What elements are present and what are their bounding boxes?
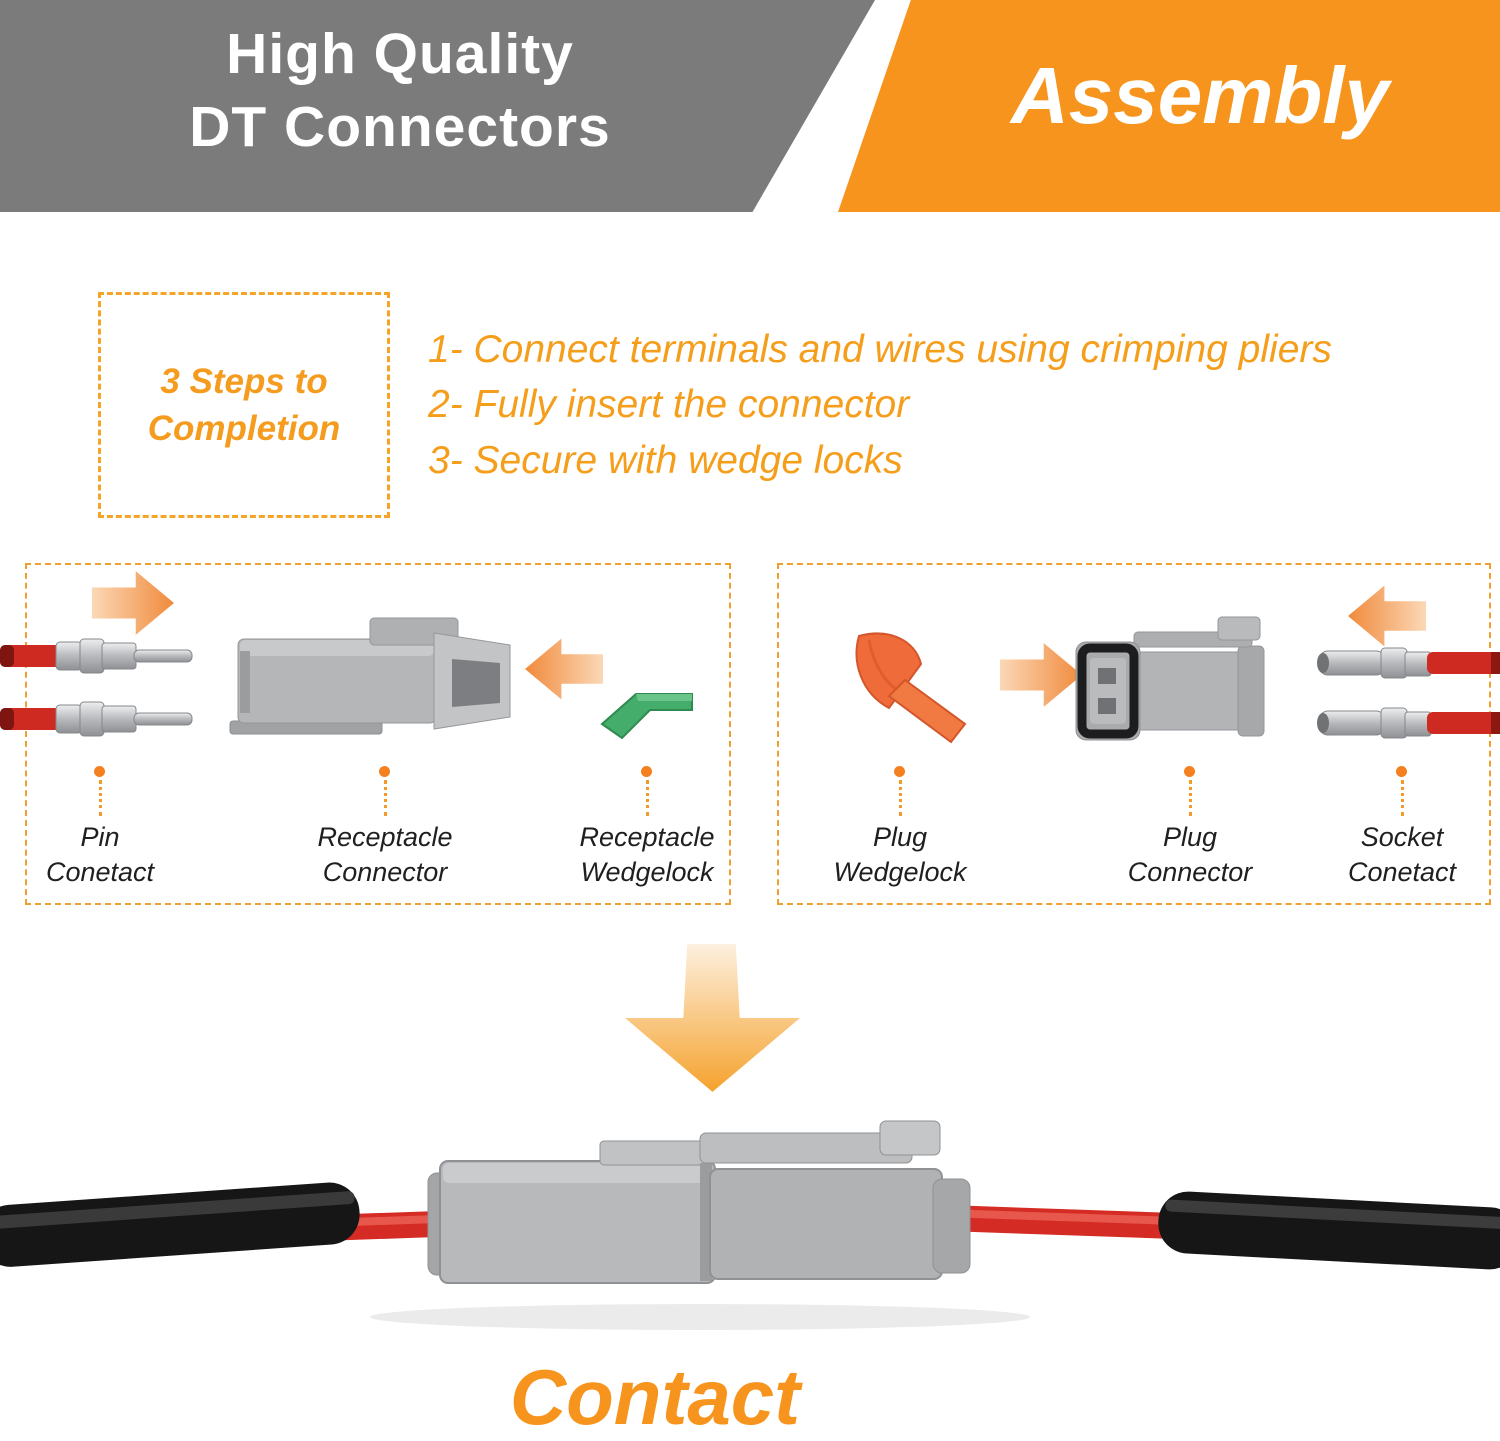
steps-callout-line2: Completion [147, 409, 341, 448]
header-gray-banner [0, 0, 875, 212]
pin-contact-illustration [0, 638, 193, 674]
arrow-left-icon [1348, 585, 1426, 647]
arrow-right-icon [1000, 643, 1082, 707]
receptacle-connector-illustration [229, 617, 511, 735]
header-orange-banner [838, 0, 1500, 212]
label-line: Socket [1360, 822, 1444, 852]
leader-dot [94, 766, 105, 777]
socket-contact-illustration [1317, 707, 1500, 739]
label-plug-wedgelock: Plug Wedgelock [790, 820, 1010, 890]
receptacle-parts-box [25, 563, 731, 905]
label-line: Conetact [1347, 857, 1457, 888]
plug-connector-illustration [1075, 616, 1265, 741]
leader-dot [894, 766, 905, 777]
label-line: Plug [872, 822, 928, 852]
label-line: Receptacle [579, 822, 715, 852]
page-title-line2: DT Connectors [189, 94, 611, 159]
pin-contact-illustration [0, 701, 193, 737]
label-line: Receptacle [317, 822, 453, 852]
leader-line [1401, 780, 1404, 816]
step-item-2: 2- Fully insert the connector [428, 383, 910, 427]
leader-line [899, 780, 902, 816]
label-line: Plug [1162, 822, 1218, 852]
receptacle-wedgelock-illustration [600, 693, 693, 740]
steps-list: 1- Connect terminals and wires using cri… [428, 322, 1493, 488]
label-line: Pin [80, 822, 120, 852]
leader-line [99, 780, 102, 816]
label-receptacle-connector: Receptacle Connector [275, 820, 495, 890]
label-line: Wedgelock [833, 857, 967, 888]
label-line: Conetact [45, 857, 155, 888]
label-receptacle-wedgelock: Receptacle Wedgelock [537, 820, 757, 890]
page-title: High Quality DT Connectors [60, 18, 740, 164]
leader-dot [1396, 766, 1407, 777]
label-pin-contact: Pin Conetact [0, 820, 200, 890]
leader-dot [641, 766, 652, 777]
label-line: Connector [1127, 857, 1253, 888]
plug-wedgelock-illustration [855, 632, 967, 744]
steps-callout-line1: 3 Steps to [160, 361, 328, 401]
leader-line [646, 780, 649, 816]
step-item-1: 1- Connect terminals and wires using cri… [428, 328, 1332, 371]
arrow-right-icon [92, 571, 174, 635]
leader-line [384, 780, 387, 816]
contact-caption: Contact [509, 1353, 801, 1441]
label-plug-connector: Plug Connector [1080, 820, 1300, 890]
down-arrow-icon [625, 944, 800, 1092]
socket-contact-illustration [1317, 647, 1500, 679]
steps-callout-box: 3 Steps to Completion [98, 292, 390, 518]
leader-dot [1184, 766, 1195, 777]
label-socket-contact: Socket Conetact [1302, 820, 1500, 890]
leader-line [1189, 780, 1192, 816]
assembled-connector-photo [0, 1120, 1500, 1330]
assembly-badge: Assembly [1011, 51, 1389, 140]
arrow-left-icon [525, 638, 603, 700]
label-line: Connector [322, 857, 448, 888]
label-line: Wedgelock [580, 857, 714, 888]
step-item-3: 3- Secure with wedge locks [428, 438, 903, 482]
leader-dot [379, 766, 390, 777]
page-title-line1: High Quality [226, 22, 574, 86]
